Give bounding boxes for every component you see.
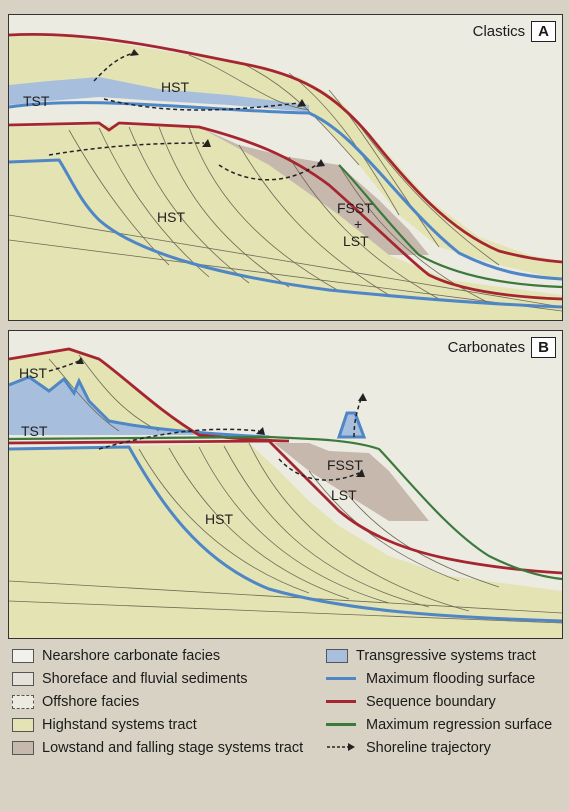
legend-right-column: Transgressive systems tractMaximum flood…	[326, 648, 552, 763]
legend-swatch	[326, 694, 356, 708]
carbonates-diagram	[9, 331, 562, 638]
panel-clastics: Clastics A TST HST HST FSST + LST	[8, 14, 563, 321]
legend-label: Lowstand and falling stage systems tract	[42, 740, 303, 756]
panel-carbonates: Carbonates B HST TST HST FSST LST	[8, 330, 563, 639]
clastics-title: Clastics A	[473, 21, 556, 42]
legend-label: Offshore facies	[42, 694, 139, 710]
legend-item: Shoreline trajectory	[326, 740, 552, 763]
label-hst-lower-a: HST	[157, 209, 185, 225]
clastics-title-text: Clastics	[473, 23, 526, 40]
legend-label: Sequence boundary	[366, 694, 496, 710]
legend-swatch	[326, 717, 356, 731]
legend-label: Shoreface and fluvial sediments	[42, 671, 248, 687]
legend-item: Sequence boundary	[326, 694, 552, 717]
panel-letter-b: B	[531, 337, 556, 358]
legend-item: Shoreface and fluvial sediments	[12, 671, 303, 694]
label-lst-a: LST	[343, 233, 369, 249]
legend-left-column: Nearshore carbonate faciesShoreface and …	[12, 648, 303, 778]
legend-item: Highstand systems tract	[12, 717, 303, 740]
legend-swatch	[12, 695, 34, 709]
label-fsst-b: FSST	[327, 457, 363, 473]
legend-item: Transgressive systems tract	[326, 648, 552, 671]
legend-swatch	[12, 741, 34, 755]
legend-item: Offshore facies	[12, 694, 303, 717]
carbonates-title-text: Carbonates	[448, 339, 526, 356]
legend-swatch	[326, 649, 348, 663]
legend-swatch	[12, 718, 34, 732]
legend-swatch	[326, 671, 356, 685]
legend-label: Nearshore carbonate facies	[42, 648, 220, 664]
arrow-icon	[326, 740, 356, 754]
label-hst-upper-a: HST	[161, 79, 189, 95]
legend-label: Transgressive systems tract	[356, 648, 536, 664]
legend-swatch	[12, 649, 34, 663]
panel-letter-a: A	[531, 21, 556, 42]
legend-label: Highstand systems tract	[42, 717, 197, 733]
legend-item: Maximum flooding surface	[326, 671, 552, 694]
legend-swatch	[12, 672, 34, 686]
legend-item: Maximum regression surface	[326, 717, 552, 740]
label-tst-b: TST	[21, 423, 47, 439]
label-fsst-a: FSST	[337, 200, 373, 216]
label-lst-b: LST	[331, 487, 357, 503]
legend-item: Nearshore carbonate facies	[12, 648, 303, 671]
clastics-diagram	[9, 15, 562, 320]
legend-item: Lowstand and falling stage systems tract	[12, 740, 303, 778]
legend: Nearshore carbonate faciesShoreface and …	[8, 648, 561, 808]
legend-label: Shoreline trajectory	[366, 740, 491, 756]
legend-label: Maximum flooding surface	[366, 671, 535, 687]
carbonates-title: Carbonates B	[448, 337, 556, 358]
label-tst-a: TST	[23, 93, 49, 109]
label-plus-a: +	[354, 216, 362, 232]
label-hst-upper-b: HST	[19, 365, 47, 381]
label-hst-lower-b: HST	[205, 511, 233, 527]
legend-label: Maximum regression surface	[366, 717, 552, 733]
